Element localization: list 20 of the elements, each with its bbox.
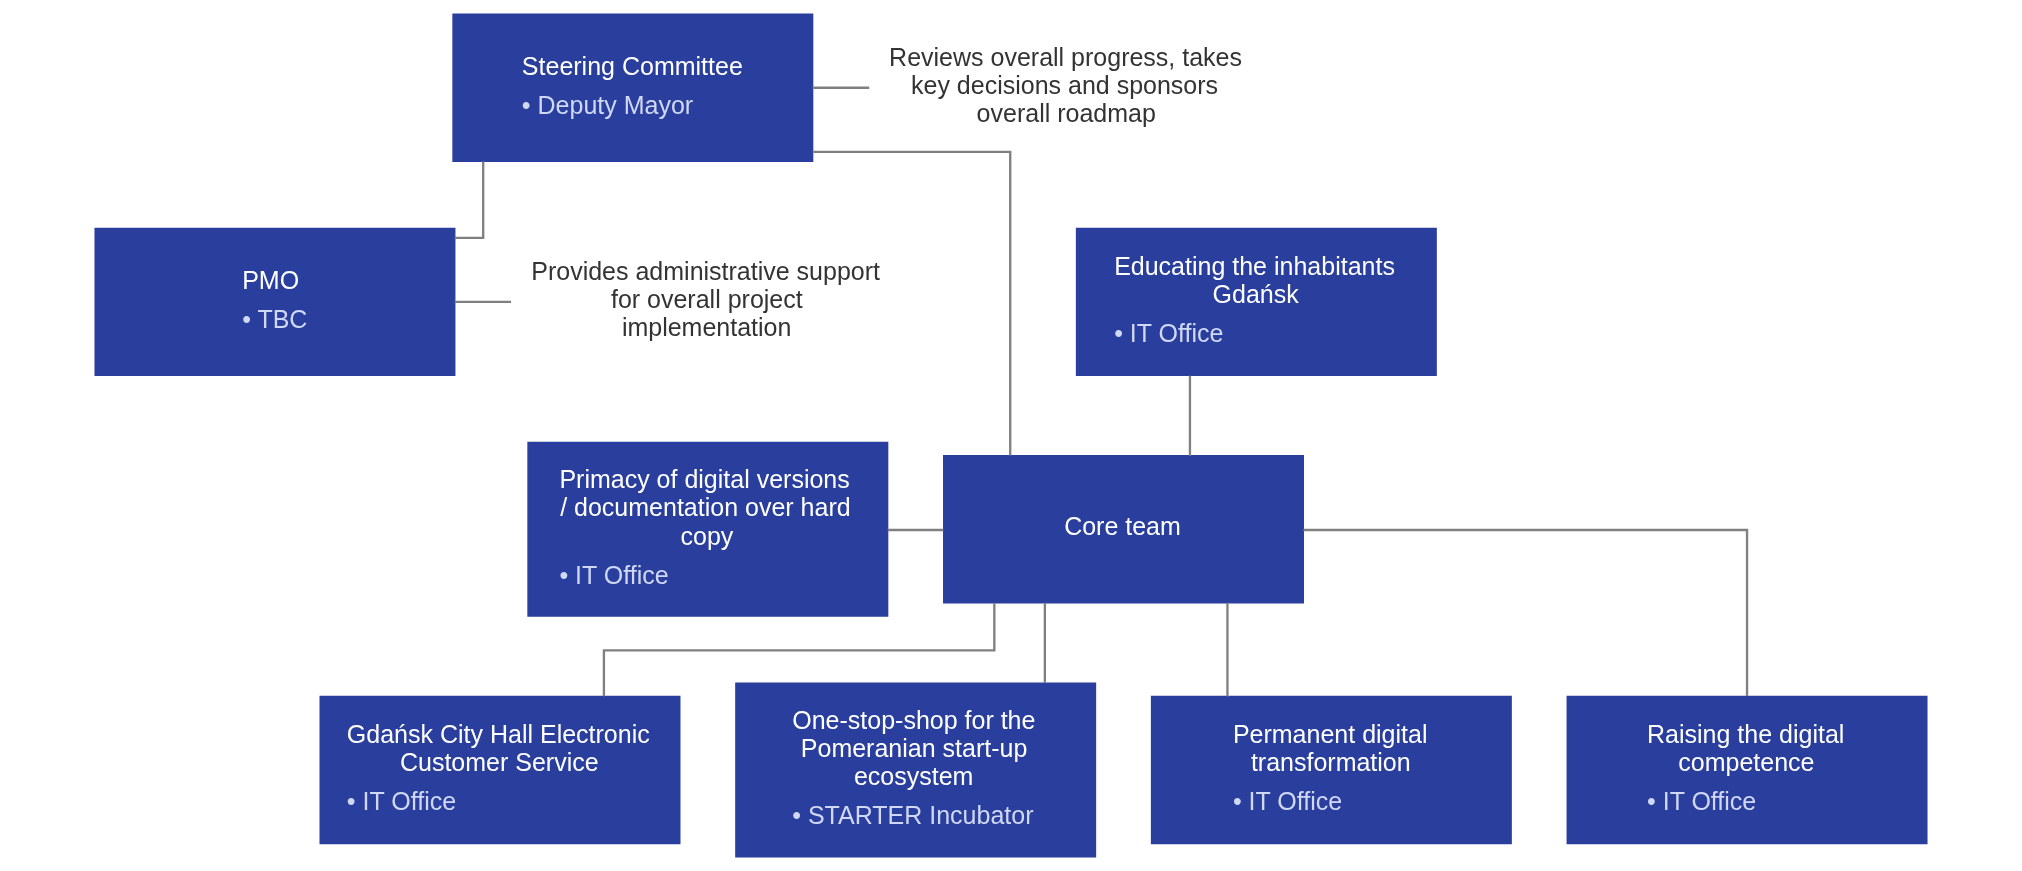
connector — [887, 528, 944, 532]
node-box: Primacy of digital versions / documentation over hard copy • IT Office — [527, 441, 889, 617]
connector — [1043, 602, 1047, 683]
connector — [602, 603, 996, 697]
node-text: Reviews overall progress, takes key decisions and sponsors overall roadmap — [889, 42, 1243, 127]
node-box: Permanent digital transformation • IT Office — [1150, 695, 1512, 845]
node-box: Steering Committee • Deputy Mayor — [452, 13, 814, 162]
node-box: Gdańsk City Hall Electronic Customer Service • IT Office — [319, 695, 681, 845]
node-box: Core team — [943, 455, 1304, 604]
connector — [1226, 602, 1229, 697]
connector — [454, 300, 512, 304]
connector — [812, 86, 870, 89]
connector — [1303, 528, 1749, 696]
node-box: Educating the inhabitants Gdańsk • IT Office — [1075, 227, 1437, 377]
connector — [812, 150, 1012, 456]
node-text: Provides administrative support for overall project implementation — [531, 256, 881, 341]
node-box: PMO • TBC — [94, 227, 456, 377]
node-box: Raising the digital competence • IT Office — [1566, 695, 1928, 845]
node-box: One-stop-shop for the Pomeranian start-up ecosystem • STARTER Incubator — [735, 682, 1097, 858]
connector — [1188, 375, 1192, 456]
